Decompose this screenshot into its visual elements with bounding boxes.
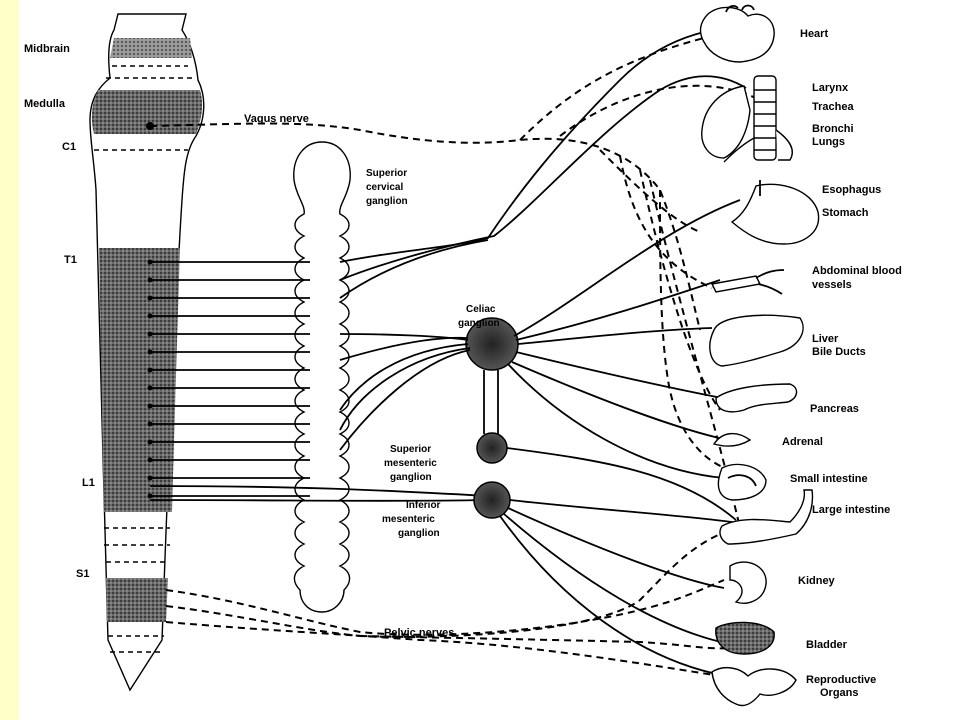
medulla-region <box>91 90 203 134</box>
superior-mesenteric-ganglion-label-1: Superior <box>390 444 431 455</box>
superior-cervical-ganglion-label-2: cervical <box>366 182 403 193</box>
superior-mesenteric-ganglion <box>476 432 508 464</box>
organ-label-trachea: Trachea <box>812 101 854 113</box>
bladder-icon <box>715 621 775 655</box>
organ-label-stomach: Stomach <box>822 207 869 219</box>
vagus-nerve-label: Vagus nerve <box>244 113 309 125</box>
inferior-mesenteric-ganglion-label-3: ganglion <box>398 528 440 539</box>
sympathetic-chain <box>293 141 351 613</box>
blood-vessel-icon <box>710 269 785 295</box>
celiac-ganglion-label-2: ganglion <box>458 318 500 329</box>
ganglion-connectors <box>483 370 499 434</box>
stomach-icon <box>730 180 820 245</box>
inferior-mesenteric-ganglion-label-1: Inferior <box>406 500 441 511</box>
organ-label-lungs: Lungs <box>812 136 845 148</box>
organ-label-heart: Heart <box>800 28 828 40</box>
organ-label-pancreas: Pancreas <box>810 403 859 415</box>
pelvic-nerves-label: Pelvic nerves <box>384 627 454 639</box>
organ-label-abdominal-vessels-1: Abdominal blood <box>812 265 902 277</box>
large-intestine-icon <box>719 489 814 545</box>
spinal-cord <box>89 13 205 692</box>
organ-label-reproductive-1: Reproductive <box>806 674 876 686</box>
cell-body-dots <box>147 259 153 499</box>
organ-label-reproductive-2: Organs <box>820 687 859 699</box>
organ-label-liver: Liver <box>812 333 839 345</box>
preganglionic-fibers <box>149 261 489 502</box>
label-midbrain: Midbrain <box>24 43 70 55</box>
organ-label-abdominal-vessels-2: vessels <box>812 279 852 291</box>
midbrain-region <box>110 38 192 58</box>
sympathetic-fibers <box>339 31 747 677</box>
small-intestine-icon <box>717 463 767 501</box>
superior-cervical-ganglion-label-3: ganglion <box>366 196 408 207</box>
organ-label-esophagus: Esophagus <box>822 184 881 196</box>
sacral-region <box>106 578 168 622</box>
left-stripe <box>0 0 19 720</box>
label-t1: T1 <box>64 254 77 266</box>
inferior-mesenteric-ganglion-label-2: mesenteric <box>382 514 435 525</box>
ganglion-labels: Superior cervical ganglion Celiac gangli… <box>366 168 500 539</box>
adrenal-icon <box>712 433 752 447</box>
superior-mesenteric-ganglion-label-2: mesenteric <box>384 458 437 469</box>
superior-cervical-ganglion-label-1: Superior <box>366 168 407 179</box>
label-c1: C1 <box>62 141 76 153</box>
kidney-icon <box>729 561 767 604</box>
reproductive-organs-icon <box>711 666 797 707</box>
thoracolumbar-region <box>99 248 180 512</box>
pancreas-icon <box>715 383 798 413</box>
inferior-mesenteric-ganglion <box>473 481 511 519</box>
lungs-trachea-icon <box>701 75 794 163</box>
label-l1: L1 <box>82 477 95 489</box>
heart-icon <box>699 4 775 63</box>
organ-label-small-intestine: Small intestine <box>790 473 868 485</box>
organ-label-bladder: Bladder <box>806 639 848 651</box>
nerve-labels: Vagus nerve Pelvic nerves <box>244 113 454 639</box>
liver-icon <box>709 314 804 367</box>
superior-mesenteric-ganglion-label-3: ganglion <box>390 472 432 483</box>
label-s1: S1 <box>76 568 89 580</box>
celiac-ganglion-label-1: Celiac <box>466 304 496 315</box>
organ-label-kidney: Kidney <box>798 575 836 587</box>
organ-label-bile-ducts: Bile Ducts <box>812 346 866 358</box>
organ-label-larynx: Larynx <box>812 82 849 94</box>
organ-label-bronchi: Bronchi <box>812 123 854 135</box>
organ-labels: Heart Larynx Trachea Bronchi Lungs Esoph… <box>782 28 902 699</box>
organ-label-adrenal: Adrenal <box>782 436 823 448</box>
cord-level-labels: Midbrain Medulla C1 T1 L1 S1 <box>24 43 95 580</box>
parasympathetic-fibers <box>149 37 761 677</box>
label-medulla: Medulla <box>24 98 66 110</box>
organ-label-large-intestine: Large intestine <box>812 504 890 516</box>
